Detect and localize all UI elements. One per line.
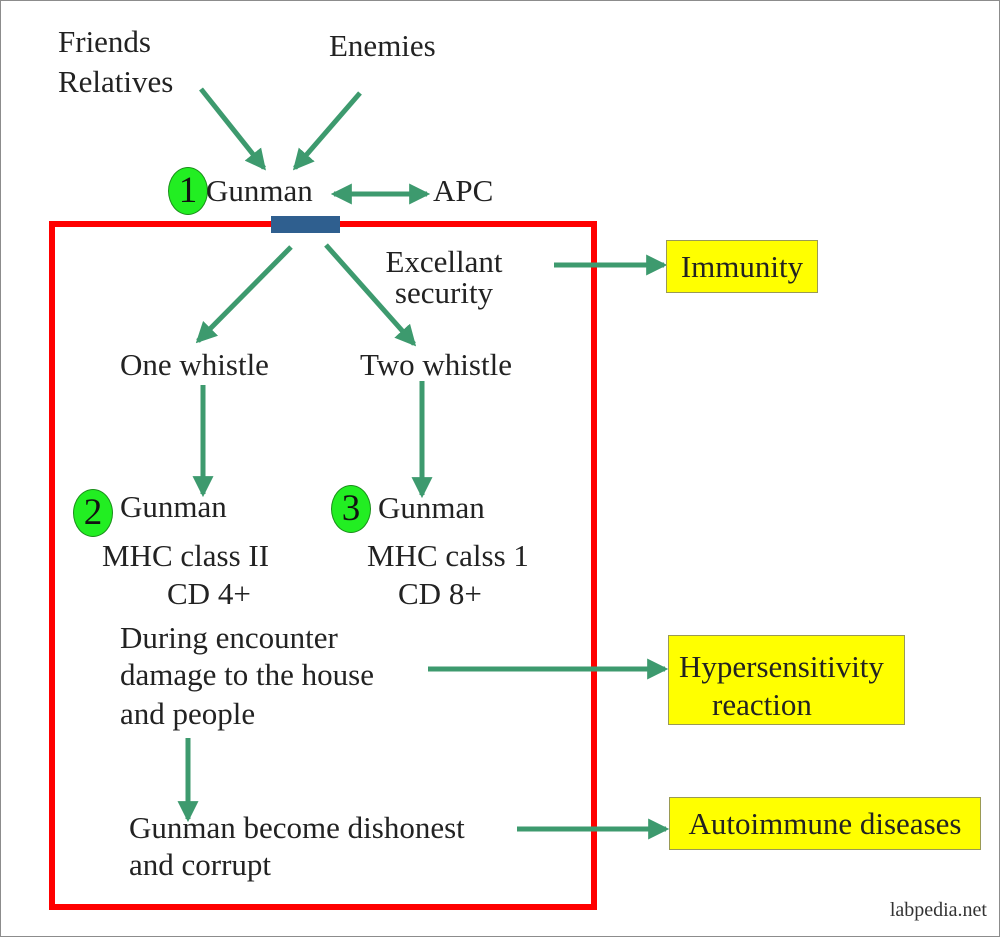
bar-to-two-whistle-arrow [324,243,417,347]
badge-1: 1 [168,167,208,215]
security-line-2: security [394,275,494,310]
badge-2: 2 [73,489,113,537]
hypersensitivity-line-1: Hypersensitivity [679,649,884,684]
cd8-label: CD 8+ [398,576,482,611]
corruption-line-1: Gunman become dishonest [129,810,465,845]
badge-3: 3 [331,485,371,533]
gunman-right-label: Gunman [378,490,485,525]
gunman-connector-bar [271,216,340,233]
two-whistle-label: Two whistle [360,347,512,382]
source-friends-label: Friends [58,24,151,59]
friends-to-gunman-arrow [199,87,266,171]
site-credit: labpedia.net [889,899,987,921]
immunity-label: Immunity [680,249,804,284]
source-relatives-label: Relatives [58,64,174,99]
hypersensitivity-box: Hypersensitivity reaction [668,635,905,725]
encounter-line-2: damage to the house [120,657,374,692]
corruption-line-2: and corrupt [129,847,272,882]
encounter-line-3: and people [120,696,256,731]
bar-to-one-whistle-arrow [195,245,293,344]
autoimmune-box: Autoimmune diseases [669,797,981,850]
cd4-label: CD 4+ [167,576,251,611]
apc-label: APC [433,173,494,208]
gunman-top-label: Gunman [206,173,313,208]
autoimmune-label: Autoimmune diseases [688,806,962,841]
security-line-1: Excellant [385,244,503,279]
immunity-box: Immunity [666,240,818,293]
enemies-to-gunman-arrow [292,91,362,171]
mhc-class-1-label: MHC calss 1 [367,538,529,573]
hypersensitivity-line-2: reaction [712,687,812,722]
gunman-left-label: Gunman [120,489,227,524]
mhc-class-ii-label: MHC class II [102,538,270,573]
source-enemies-label: Enemies [329,28,436,63]
one-whistle-label: One whistle [120,347,269,382]
encounter-line-1: During encounter [120,620,338,655]
